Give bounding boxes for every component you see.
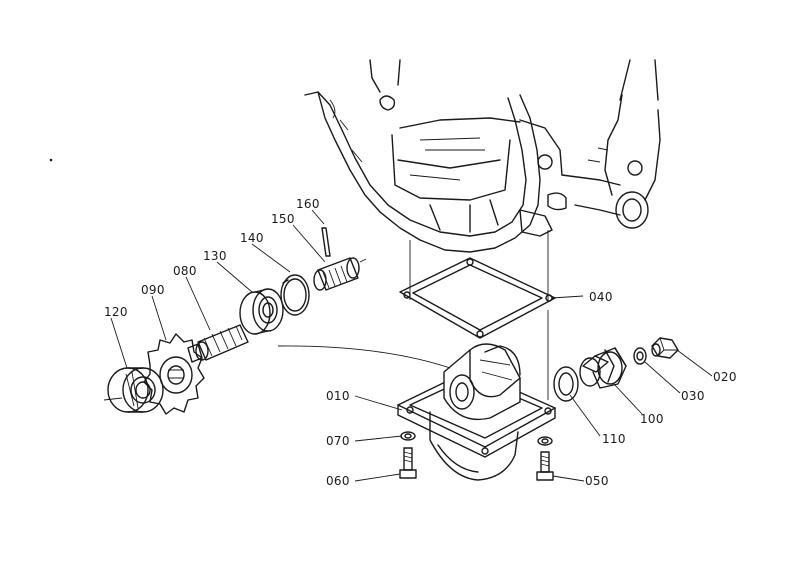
callout-150: 150 [271, 212, 295, 226]
cover-housing-010 [277, 343, 556, 481]
gear-090 [143, 333, 205, 415]
callout-120: 120 [104, 305, 128, 319]
pin-160 [321, 227, 331, 257]
callout-080: 080 [173, 264, 197, 278]
needle-bearing-150 [313, 257, 367, 291]
callout-010: 010 [326, 389, 350, 403]
plug-100 [579, 347, 627, 389]
callout-090: 090 [141, 283, 165, 297]
callout-110: 110 [602, 432, 626, 446]
bolt-060 [399, 447, 417, 479]
snap-ring-140 [280, 274, 310, 316]
callout-030: 030 [681, 389, 705, 403]
shaft-080 [187, 324, 249, 363]
washer-110 [553, 366, 579, 402]
callout-140: 140 [240, 231, 264, 245]
callout-040: 040 [589, 290, 613, 304]
callout-060: 060 [326, 474, 350, 488]
stray-dot [49, 158, 53, 162]
callout-labels: 010 020 030 040 050 060 070 080 090 100 … [104, 197, 737, 488]
bearing-120 [103, 367, 164, 413]
gasket-040 [399, 257, 556, 339]
callout-070: 070 [326, 434, 350, 448]
callout-020: 020 [713, 370, 737, 384]
callout-160: 160 [296, 197, 320, 211]
callout-130: 130 [203, 249, 227, 263]
washer-070 [400, 431, 416, 441]
washer-050 [537, 436, 553, 446]
leader-lines [110, 209, 713, 482]
transmission-case [304, 59, 661, 253]
plug-020 [651, 337, 679, 359]
callout-050: 050 [585, 474, 609, 488]
bolt-050 [536, 451, 554, 481]
bearing-130 [239, 288, 284, 335]
callout-100: 100 [640, 412, 664, 426]
washer-030 [633, 347, 647, 365]
